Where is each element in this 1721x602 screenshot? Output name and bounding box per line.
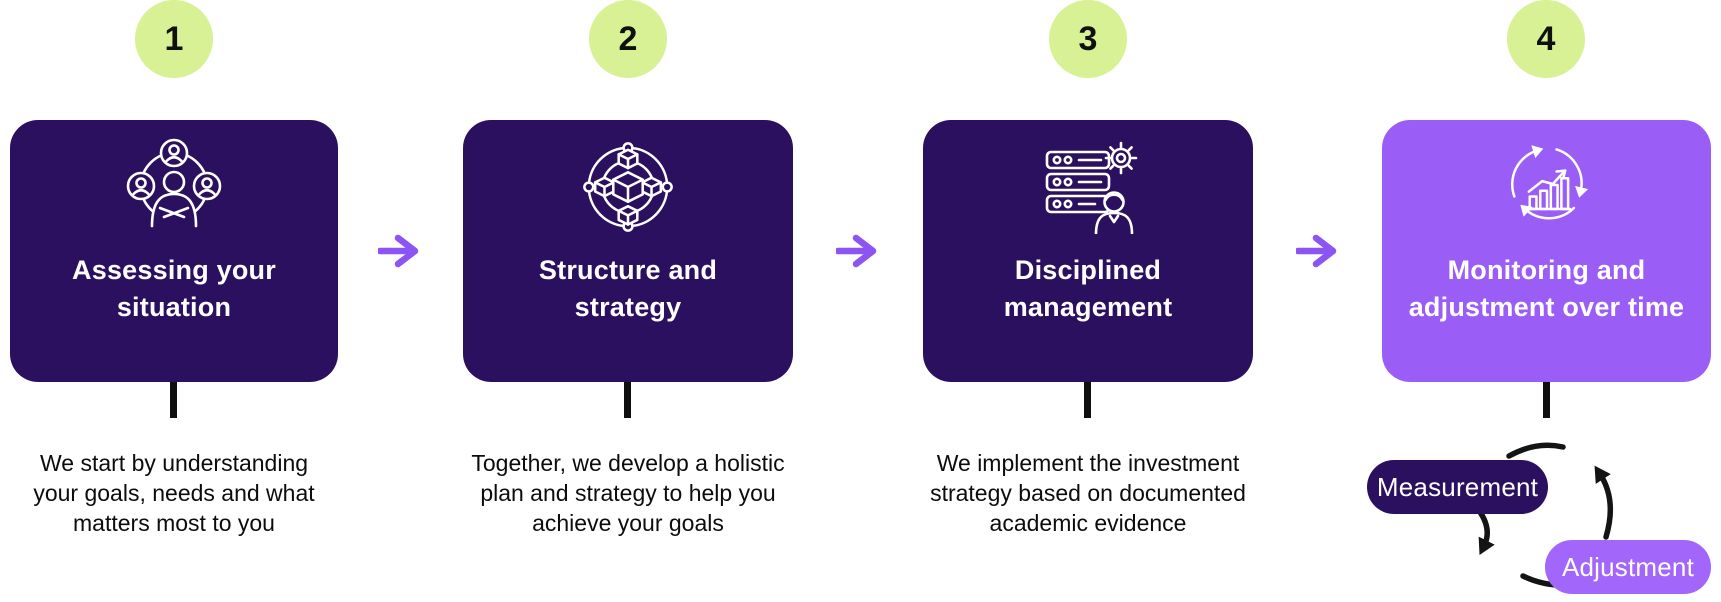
- cycle-bar-chart-icon: [1499, 138, 1595, 235]
- step-1-connector-line: [170, 382, 177, 418]
- arrow-right-icon: [1296, 234, 1337, 268]
- people-network-icon: [124, 138, 224, 237]
- adjustment-label: Adjustment: [1561, 551, 1695, 582]
- step-4-number: 4: [1536, 19, 1556, 58]
- step-1-number-badge: 1: [135, 0, 213, 78]
- measurement-label: Measurement: [1376, 471, 1539, 502]
- step-3-description: We implement the investment strategy bas…: [930, 450, 1246, 536]
- adjustment-pill: Adjustment: [1545, 540, 1711, 594]
- step-1-description: We start by understanding your goals, ne…: [33, 450, 315, 536]
- arrow-right-icon: [378, 234, 419, 268]
- step-4-title: Monitoring and adjustment over time: [1408, 255, 1685, 322]
- step-2-title: Structure and strategy: [538, 255, 718, 322]
- step-3-number: 3: [1078, 19, 1098, 58]
- step-4-connector-line: [1543, 382, 1550, 418]
- step-3-title: Disciplined management: [1003, 255, 1173, 322]
- step-1-card: Assessing your situation: [10, 120, 338, 382]
- step-4-number-badge: 4: [1507, 0, 1585, 78]
- step-2-number: 2: [618, 19, 638, 58]
- cubes-network-icon: [579, 138, 677, 241]
- servers-gear-person-icon: [1037, 138, 1139, 239]
- step-2-connector-line: [624, 382, 631, 418]
- step-3-card: Disciplined management: [923, 120, 1253, 382]
- step-4-card: Monitoring and adjustment over time: [1382, 120, 1711, 382]
- step-2-card: Structure and strategy: [463, 120, 793, 382]
- step-1-title: Assessing your situation: [72, 255, 276, 322]
- step-3-connector-line: [1084, 382, 1091, 418]
- arrow-right-icon: [836, 234, 877, 268]
- step-2-description: Together, we develop a holistic plan and…: [471, 450, 785, 536]
- step-2-number-badge: 2: [589, 0, 667, 78]
- measurement-pill: Measurement: [1367, 460, 1548, 514]
- step-3-number-badge: 3: [1049, 0, 1127, 78]
- step-1-number: 1: [164, 19, 184, 58]
